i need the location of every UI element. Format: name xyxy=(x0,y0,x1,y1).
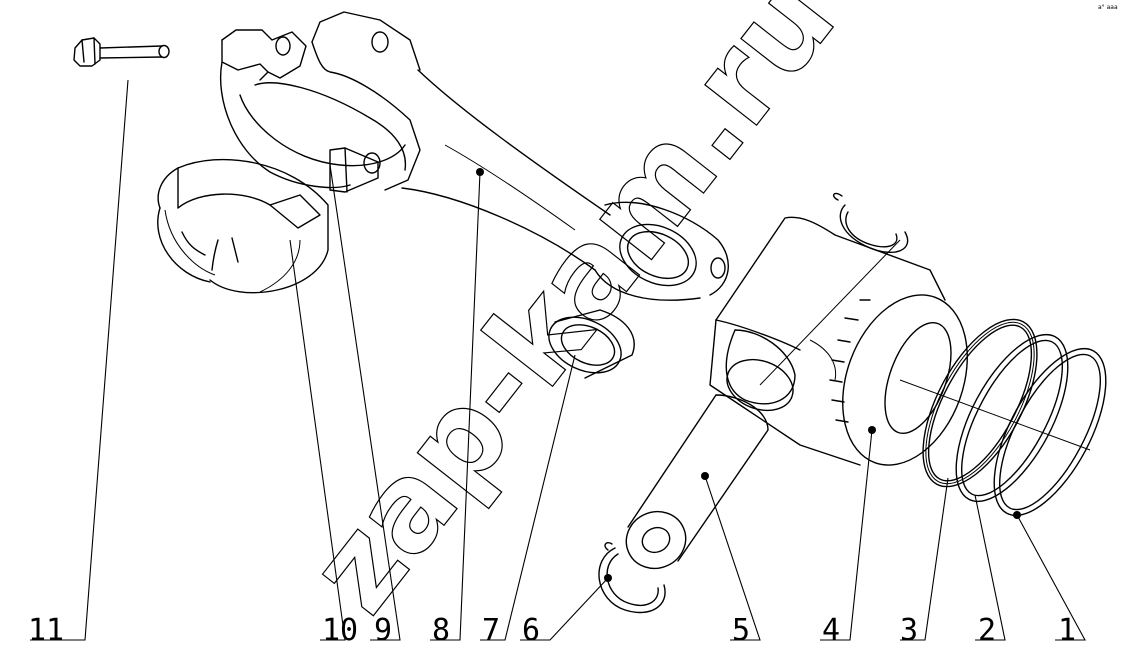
callout-6: 6 xyxy=(522,613,540,648)
callout-7: 7 xyxy=(482,613,500,648)
compression-ring-part-2 xyxy=(955,333,1069,503)
callout-8: 8 xyxy=(432,613,450,648)
piston-part-4 xyxy=(709,216,1091,466)
callout-4: 4 xyxy=(822,613,840,648)
bolt-part-11 xyxy=(73,37,170,67)
watermark-text: zap-kam.ru xyxy=(283,0,862,638)
callout-3: 3 xyxy=(900,613,918,648)
callout-10: 10 xyxy=(322,613,358,648)
callout-2: 2 xyxy=(978,613,996,648)
connecting-rod-part-8 xyxy=(219,11,729,301)
leader-lines xyxy=(30,79,1086,641)
oil-ring-part-3 xyxy=(922,318,1038,488)
callout-9: 9 xyxy=(374,613,392,648)
bearing-shell-part-10 xyxy=(157,158,329,294)
corner-mark: a° aaa xyxy=(1098,4,1118,11)
callout-1: 1 xyxy=(1058,613,1076,648)
callout-labels: 11 10 9 8 7 6 5 4 3 2 1 xyxy=(28,613,1076,648)
bushing-part-7 xyxy=(548,309,635,379)
callout-11: 11 xyxy=(28,613,64,648)
piston-pin-part-5 xyxy=(625,394,769,570)
circlip-part-6 xyxy=(598,541,666,614)
top-ring-part-1 xyxy=(993,347,1107,517)
callout-5: 5 xyxy=(732,613,750,648)
